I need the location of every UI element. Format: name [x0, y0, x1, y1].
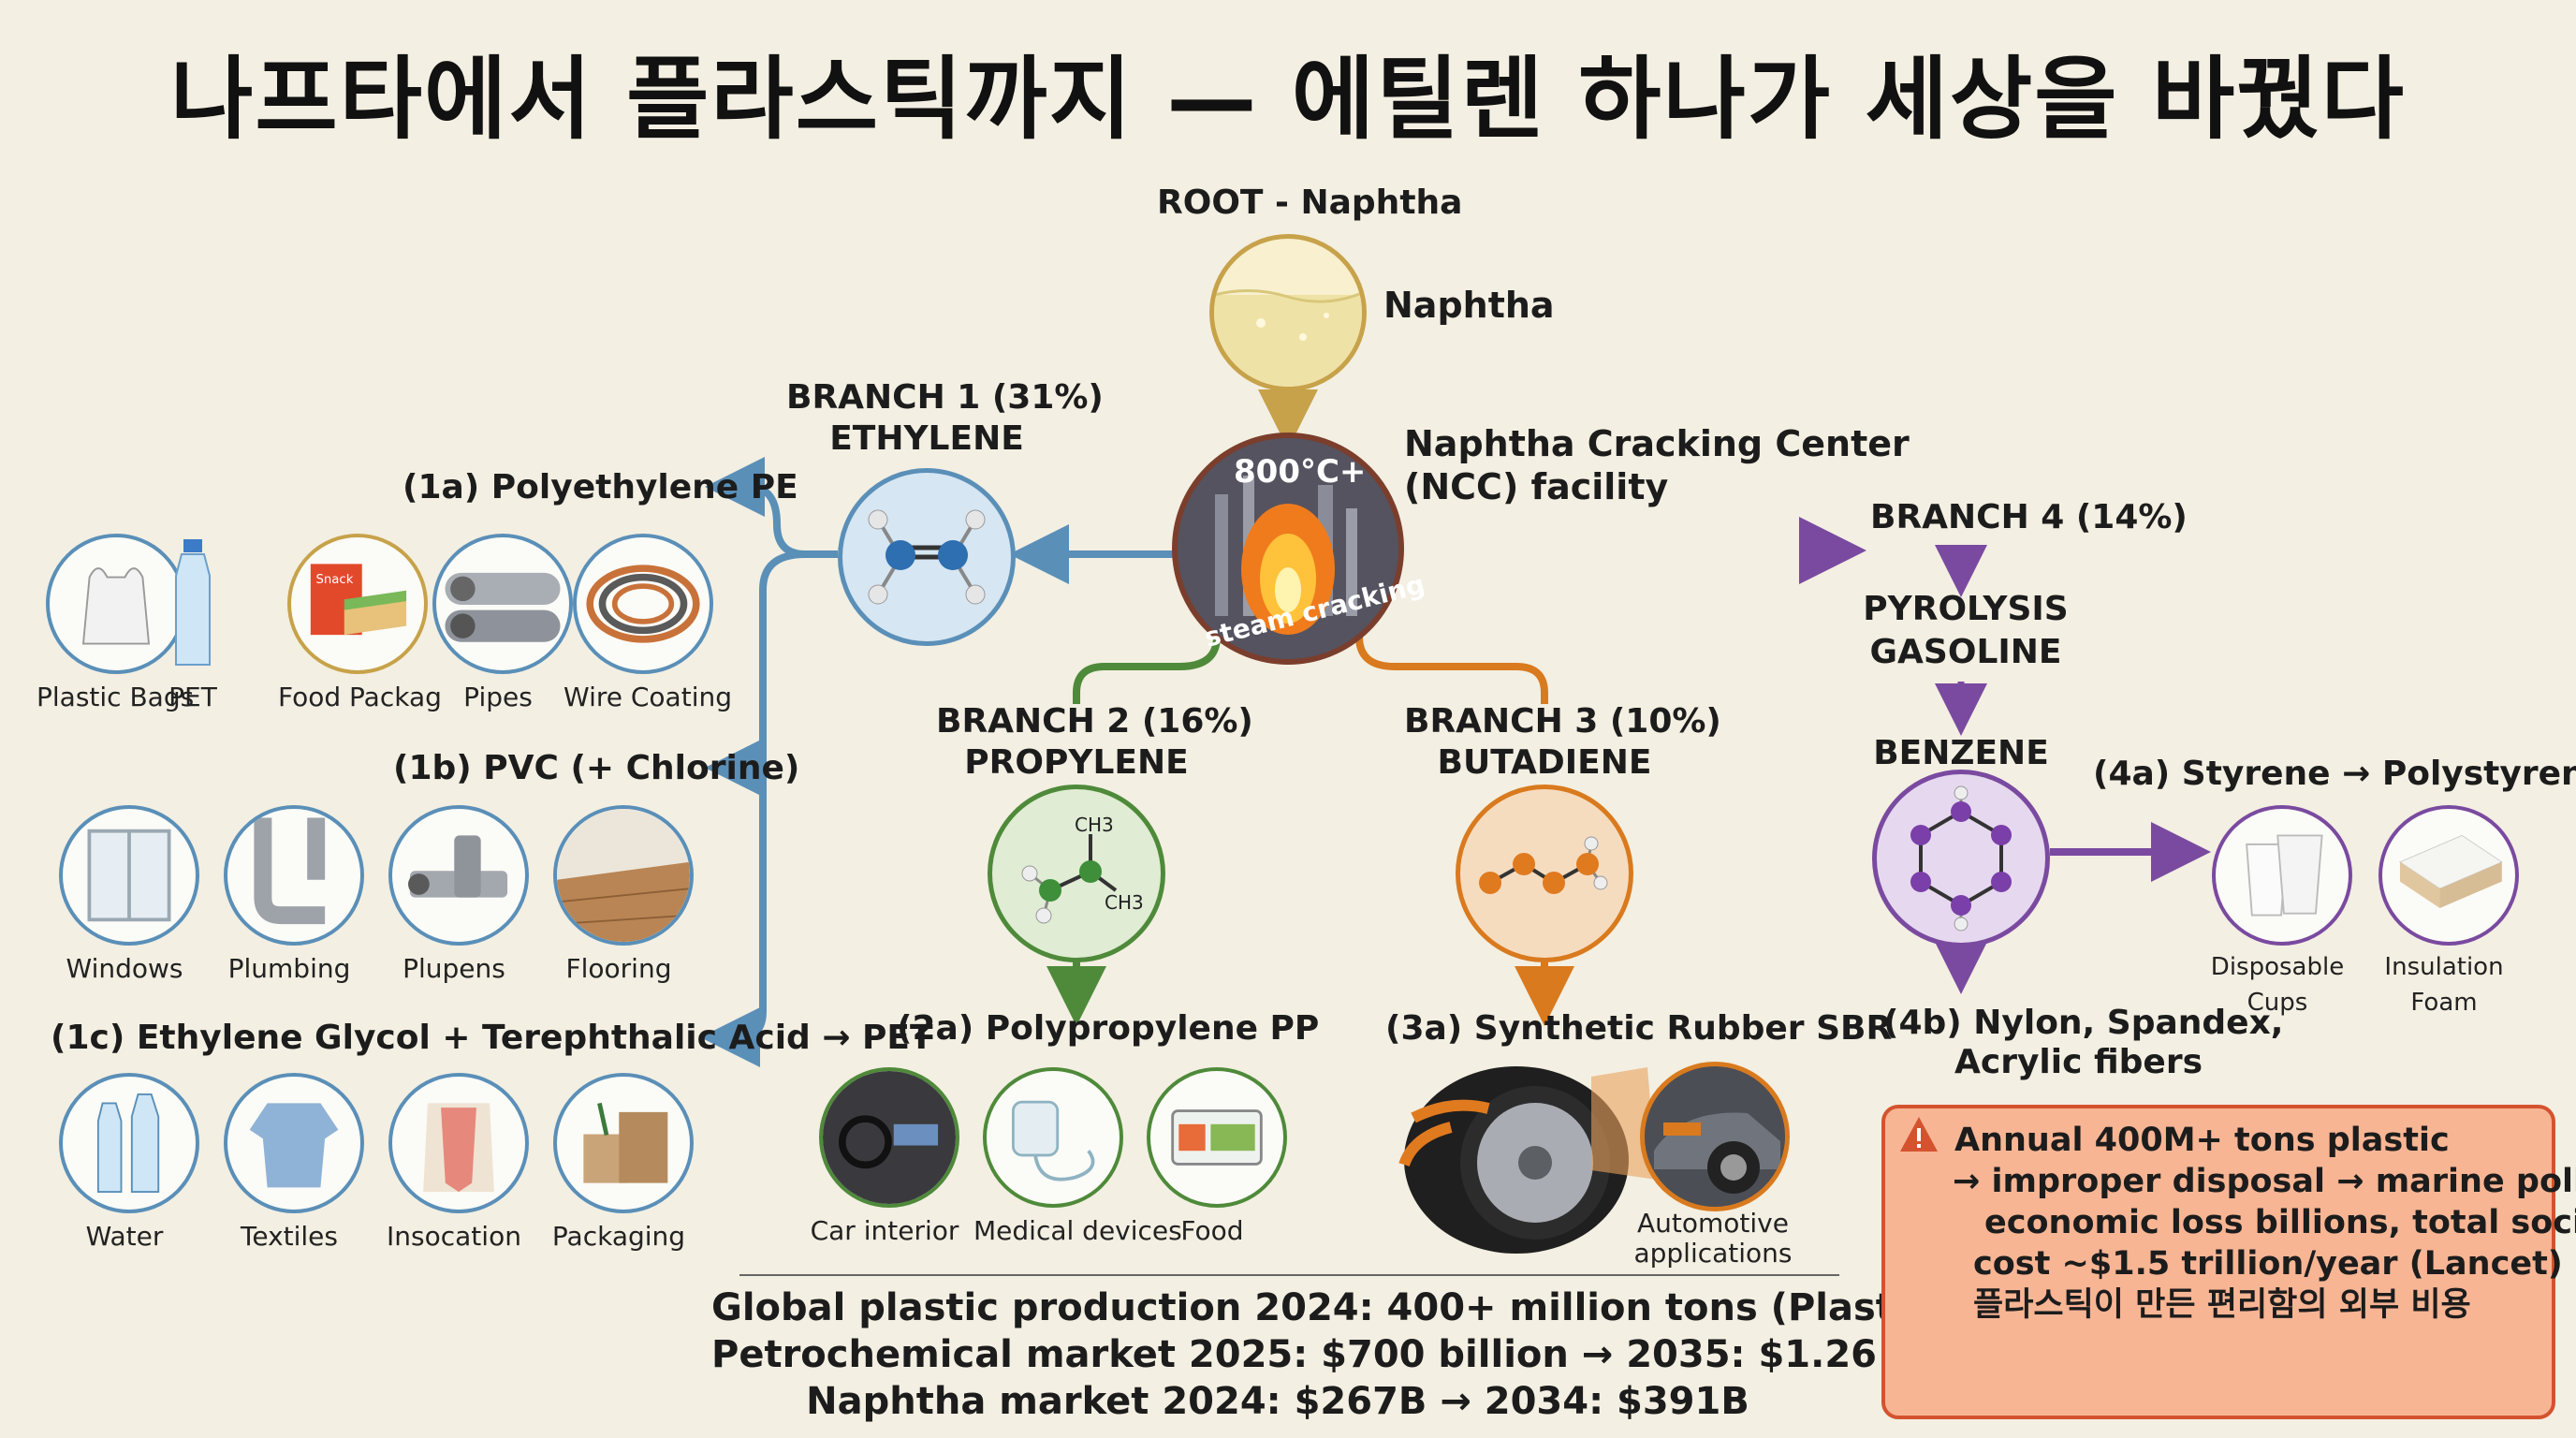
item-pipes: Pipes: [428, 534, 578, 712]
water-bottles-icon: [59, 1073, 199, 1213]
warning-line-4: cost ~$1.5 trillion/year (Lancet): [1973, 1245, 2563, 1283]
branch4b-line2: Acrylic fibers: [1954, 1043, 2203, 1081]
ncc-temperature: 800°C+: [1234, 453, 1367, 491]
pyrolysis-line1: PYROLYSIS: [1863, 590, 2069, 628]
car-interior-icon: [819, 1067, 959, 1208]
ncc-label-line1: Naphtha Cracking Center: [1404, 423, 1910, 464]
pipe-fitting-icon: [388, 805, 529, 946]
branch1-title: BRANCH 1 (31%): [786, 378, 1104, 417]
warning-line-3: economic loss billions, total social: [1984, 1204, 2576, 1241]
item-packaging: Packaging: [549, 1073, 698, 1252]
plumbing-icon: [224, 805, 364, 946]
benzene-molecule-icon: [1872, 770, 2050, 947]
branch2a-label: (2a) Polypropylene PP: [897, 1009, 1320, 1048]
medical-device-icon: [983, 1067, 1123, 1208]
ch3-right-label: CH3: [1105, 891, 1144, 914]
branch3-title: BRANCH 3 (10%): [1404, 702, 1721, 741]
root-heading: ROOT - Naphtha: [1157, 183, 1463, 222]
naphtha-label: Naphtha: [1383, 285, 1555, 326]
branch4-title: BRANCH 4 (14%): [1870, 498, 2188, 536]
branch2-chemical: PROPYLENE: [964, 743, 1189, 782]
item-flooring: Flooring: [549, 805, 698, 984]
pyrolysis-line2: GASOLINE: [1869, 633, 2062, 671]
pet-bottle-icon: [155, 534, 230, 674]
propylene-molecule-icon: CH3 CH3: [988, 785, 1165, 962]
ch3-top-label: CH3: [1075, 814, 1114, 836]
foam-board-icon: [2378, 805, 2519, 946]
pipes-icon: [432, 534, 573, 674]
warning-icon: [1898, 1114, 1939, 1155]
branch3a-label: (3a) Synthetic Rubber SBR: [1385, 1009, 1893, 1048]
page-title: 나프타에서 플라스틱까지 — 에틸렌 하나가 세상을 바꿨다: [170, 47, 2406, 152]
branch1b-label: (1b) PVC (+ Chlorine): [393, 749, 800, 787]
branch1a-label: (1a) Polyethylene PE: [402, 468, 798, 506]
item-textiles: Textiles: [219, 1073, 369, 1252]
item-car-interior: Car interior: [811, 1067, 964, 1246]
stat-line-2: Petrochemical market 2025: $700 billion …: [711, 1333, 2030, 1376]
flooring-icon: [553, 805, 694, 946]
food-container-icon: [1147, 1067, 1287, 1208]
window-icon: [59, 805, 199, 946]
paper-bag-icon: [553, 1073, 694, 1213]
warning-callout: [1881, 1105, 2555, 1419]
branch3-chemical: BUTADIENE: [1437, 743, 1652, 782]
item-plupens: Plupens: [384, 805, 534, 984]
ncc-label-line2: (NCC) facility: [1404, 466, 1669, 507]
butadiene-molecule-icon: [1456, 785, 1633, 962]
ethylene-molecule-icon: [838, 468, 1016, 646]
scarf-icon: [388, 1073, 529, 1213]
item-plumbing: Plumbing: [219, 805, 369, 984]
warning-line-1: Annual 400M+ tons plastic: [1954, 1122, 2450, 1159]
item-windows: Windows: [54, 805, 204, 984]
branch2-title: BRANCH 2 (16%): [936, 702, 1253, 741]
item-food-container: Food: [1142, 1067, 1292, 1246]
branch1-chemical: ETHYLENE: [829, 419, 1024, 458]
ncc-facility-icon: [1172, 433, 1404, 665]
inset-caption-line2: applications: [1633, 1238, 1793, 1269]
naphtha-flask-icon: [1209, 234, 1367, 391]
branch4a-label: (4a) Styrene → Polystyrene PS: [2093, 755, 2576, 793]
food-pack-brand-text: Snack: [316, 573, 354, 587]
car-wheel-inset-icon: [1640, 1062, 1790, 1211]
item-disposable-cups: Disposable Cups: [2207, 805, 2357, 1017]
benzene-label: BENZENE: [1873, 734, 2049, 772]
warning-line-5: 플라스틱이 만든 편리함의 외부 비용: [1973, 1286, 2471, 1324]
item-wire-coating: Wire Coating: [564, 534, 732, 712]
item-water: Water: [54, 1073, 204, 1252]
inset-caption-line1: Automotive: [1637, 1208, 1789, 1239]
stat-line-1: Global plastic production 2024: 400+ mil…: [711, 1286, 2117, 1329]
wire-coil-icon: [573, 534, 713, 674]
shirt-icon: [224, 1073, 364, 1213]
market-stats: Global plastic production 2024: 400+ mil…: [711, 1284, 2117, 1425]
item-food-packaging: Snack Food Packag: [278, 534, 442, 712]
branch4b-line1: (4b) Nylon, Spandex,: [1883, 1004, 2284, 1042]
item-pet: PET: [155, 534, 230, 712]
branch1c-label: (1c) Ethylene Glycol + Terephthalic Acid…: [51, 1019, 933, 1057]
item-insulation-foam: Insulation Foam: [2374, 805, 2524, 1017]
warning-line-2: → improper disposal → marine pollution: [1953, 1163, 2576, 1200]
tire-icon: [1395, 1062, 1647, 1258]
item-medical-devices: Medical devices: [973, 1067, 1182, 1246]
item-insocation: Insocation: [384, 1073, 534, 1252]
stat-line-3: Naphtha market 2024: $267B → 2034: $391B: [806, 1380, 1749, 1423]
food-package-icon: Snack: [287, 534, 428, 674]
cups-icon: [2212, 805, 2352, 946]
